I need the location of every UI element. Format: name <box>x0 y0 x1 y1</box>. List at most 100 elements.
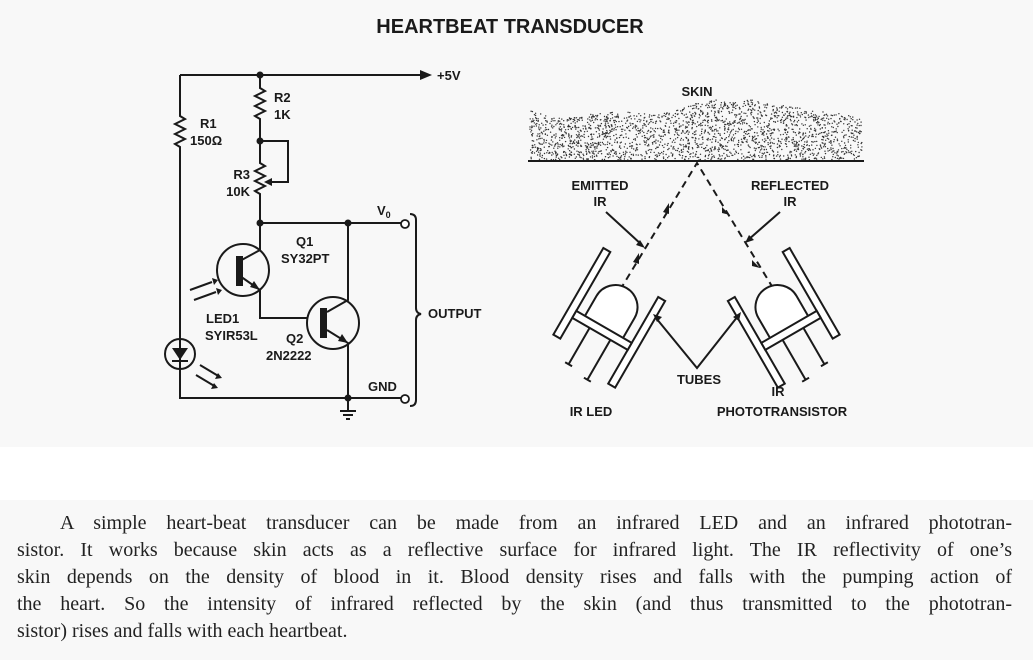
q1-part: SY32PT <box>281 251 329 266</box>
skin-dot <box>530 110 532 112</box>
skin-dot <box>804 116 806 118</box>
skin-dot <box>596 136 599 138</box>
skin-dot <box>750 99 752 101</box>
skin-dot <box>703 132 706 134</box>
skin-dot <box>559 158 561 161</box>
skin-dot <box>825 139 827 141</box>
skin-dot <box>593 155 596 158</box>
skin-dot <box>682 124 684 126</box>
skin-dot <box>730 139 733 142</box>
skin-dot <box>837 125 839 128</box>
skin-dot <box>747 144 749 146</box>
skin-dot <box>563 126 565 128</box>
skin-dot <box>792 131 795 133</box>
skin-dot <box>688 124 690 126</box>
skin-dot <box>597 124 599 127</box>
skin-dot <box>604 144 606 146</box>
skin-dot <box>711 106 713 108</box>
skin-dot <box>806 141 808 144</box>
skin-dot <box>735 130 737 132</box>
skin-dot <box>830 142 832 144</box>
skin-dot <box>699 153 702 155</box>
skin-dot <box>559 146 561 148</box>
skin-dot <box>848 123 850 125</box>
skin-dot <box>789 150 791 153</box>
skin-dot <box>531 127 533 129</box>
skin-dot <box>673 148 675 150</box>
skin-dot <box>805 111 807 113</box>
skin-dot <box>761 156 763 159</box>
skin-dot <box>595 131 598 133</box>
skin-dot <box>543 142 545 144</box>
skin-dot <box>651 115 653 117</box>
skin-dot <box>683 146 685 148</box>
skin-dot <box>630 145 633 147</box>
skin-dot <box>786 133 788 136</box>
skin-dot <box>764 146 766 148</box>
skin-dot <box>753 153 756 155</box>
skin-dot <box>552 153 554 155</box>
skin-dot <box>824 142 826 145</box>
skin-dot <box>680 137 683 140</box>
skin-dot <box>814 140 816 143</box>
skin-dot <box>861 146 863 148</box>
skin-dot <box>538 126 540 128</box>
skin-dot <box>759 151 761 153</box>
skin-dot <box>687 121 689 123</box>
skin-dot <box>604 124 607 126</box>
skin-dot <box>678 134 680 137</box>
skin-dot <box>538 128 540 130</box>
skin-dot <box>743 131 745 133</box>
skin-dot <box>740 111 743 113</box>
skin-dot <box>667 148 669 151</box>
skin-dot <box>561 157 563 159</box>
skin-dot <box>735 150 737 152</box>
skin-dot <box>707 157 709 160</box>
skin-dot <box>578 119 580 122</box>
resistor-r3 <box>252 141 268 223</box>
skin-dot <box>694 111 696 114</box>
skin-dot <box>699 158 702 161</box>
skin-dot <box>842 135 845 137</box>
skin-dot <box>600 150 602 152</box>
skin-dot <box>831 144 833 146</box>
skin-dot <box>728 140 730 142</box>
skin-dot <box>552 127 554 129</box>
skin-dot <box>755 142 757 144</box>
skin-dot <box>568 135 570 137</box>
skin-dot <box>780 121 782 124</box>
skin-dot <box>615 153 617 156</box>
skin-dot <box>557 147 559 149</box>
skin-dot <box>751 138 754 140</box>
skin-dot <box>655 142 657 144</box>
skin-dot <box>802 134 804 136</box>
skin-dot <box>644 136 647 139</box>
skin-dot <box>743 122 746 124</box>
skin-dot <box>555 142 557 145</box>
skin-dot <box>777 137 779 140</box>
skin-dot <box>670 122 672 125</box>
skin-dot <box>545 115 547 117</box>
skin-dot <box>630 153 633 156</box>
skin-dot <box>586 121 589 124</box>
skin-dot <box>731 111 733 114</box>
skin-dot <box>610 118 612 120</box>
skin-dot <box>648 116 650 118</box>
skin-dot <box>555 135 557 137</box>
skin-dot <box>544 129 546 131</box>
skin-dot <box>789 111 791 113</box>
skin-dot <box>570 122 572 125</box>
skin-dot <box>595 114 597 117</box>
skin-dot <box>628 129 630 132</box>
skin-dot <box>671 116 673 119</box>
skin-dot <box>533 122 535 124</box>
skin-dot <box>579 135 581 137</box>
r3-name: R3 <box>233 167 250 182</box>
skin-dot <box>532 120 534 123</box>
skin-dot <box>691 126 693 129</box>
skin-dot <box>685 113 687 115</box>
skin-dot <box>804 124 806 126</box>
skin-dot <box>845 151 847 153</box>
skin-dot <box>791 139 793 141</box>
skin-dot <box>847 141 849 143</box>
